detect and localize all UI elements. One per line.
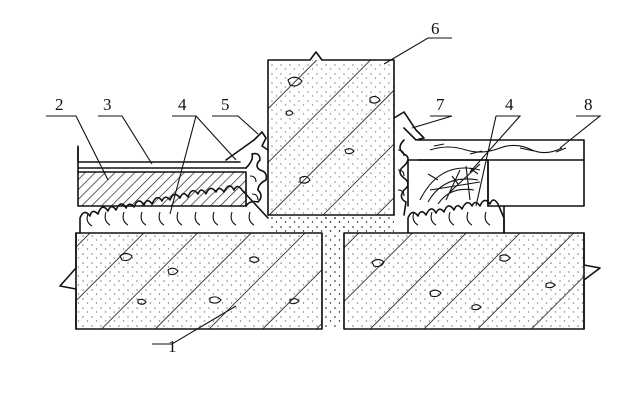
seal-strip-7 [393,111,425,216]
callout-5: 5 [221,95,230,114]
screed-layer-2 [77,171,247,207]
callout-6: 6 [431,19,440,38]
insulation-fill-right [407,159,489,207]
leader-lines [46,37,602,345]
elastic-layer-right [407,199,505,234]
base-slab-left [75,232,323,330]
callout-7: 7 [436,95,445,114]
callout-4-left: 4 [178,95,187,114]
base-slab-right [343,232,601,330]
mortar-joint [268,215,394,329]
callout-4-right: 4 [505,95,514,114]
callout-2: 2 [55,95,64,114]
panel-8 [417,139,585,207]
callout-8: 8 [584,95,593,114]
finish-layer-3 [77,145,247,173]
callout-3: 3 [103,95,112,114]
callout-labels: 1 2 3 4 5 6 7 4 8 [55,19,593,356]
sealant-5 [225,131,269,207]
callout-1: 1 [168,337,177,356]
break-line-left [59,232,77,330]
column-6 [267,51,395,216]
